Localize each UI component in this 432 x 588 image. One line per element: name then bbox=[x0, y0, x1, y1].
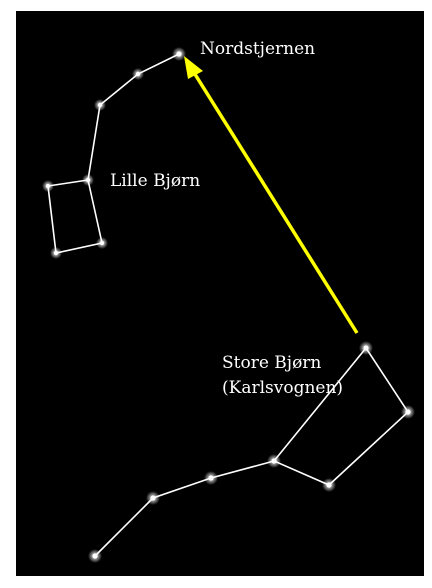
star bbox=[94, 99, 106, 111]
pointer-arrow bbox=[184, 56, 357, 333]
label-big-dipper: Store Bjørn bbox=[222, 353, 321, 373]
pointer-arrow-shaft bbox=[193, 71, 357, 333]
star bbox=[96, 237, 108, 249]
label-little-dipper: Lille Bjørn bbox=[110, 171, 200, 191]
star-polaris bbox=[172, 47, 186, 61]
star bbox=[88, 549, 102, 563]
star bbox=[82, 174, 94, 186]
night-sky-panel: Nordstjernen Lille Bjørn Store Bjørn (Ka… bbox=[16, 11, 424, 576]
star bbox=[359, 341, 373, 355]
star bbox=[401, 405, 415, 419]
label-polaris: Nordstjernen bbox=[200, 39, 315, 59]
big-dipper-stars bbox=[88, 341, 415, 563]
star bbox=[267, 454, 281, 468]
little-dipper-lines bbox=[48, 54, 179, 253]
star bbox=[50, 247, 62, 259]
little-dipper-bowl-line bbox=[48, 180, 102, 253]
star bbox=[204, 471, 218, 485]
big-dipper-handle-line bbox=[95, 461, 274, 556]
label-big-dipper-alt: (Karlsvognen) bbox=[222, 378, 343, 398]
star bbox=[132, 68, 144, 80]
star bbox=[322, 478, 336, 492]
star bbox=[146, 491, 160, 505]
constellation-diagram: Nordstjernen Lille Bjørn Store Bjørn (Ka… bbox=[16, 11, 424, 576]
little-dipper-stars bbox=[42, 47, 186, 259]
pointer-arrow-head bbox=[184, 56, 203, 79]
star bbox=[42, 180, 54, 192]
